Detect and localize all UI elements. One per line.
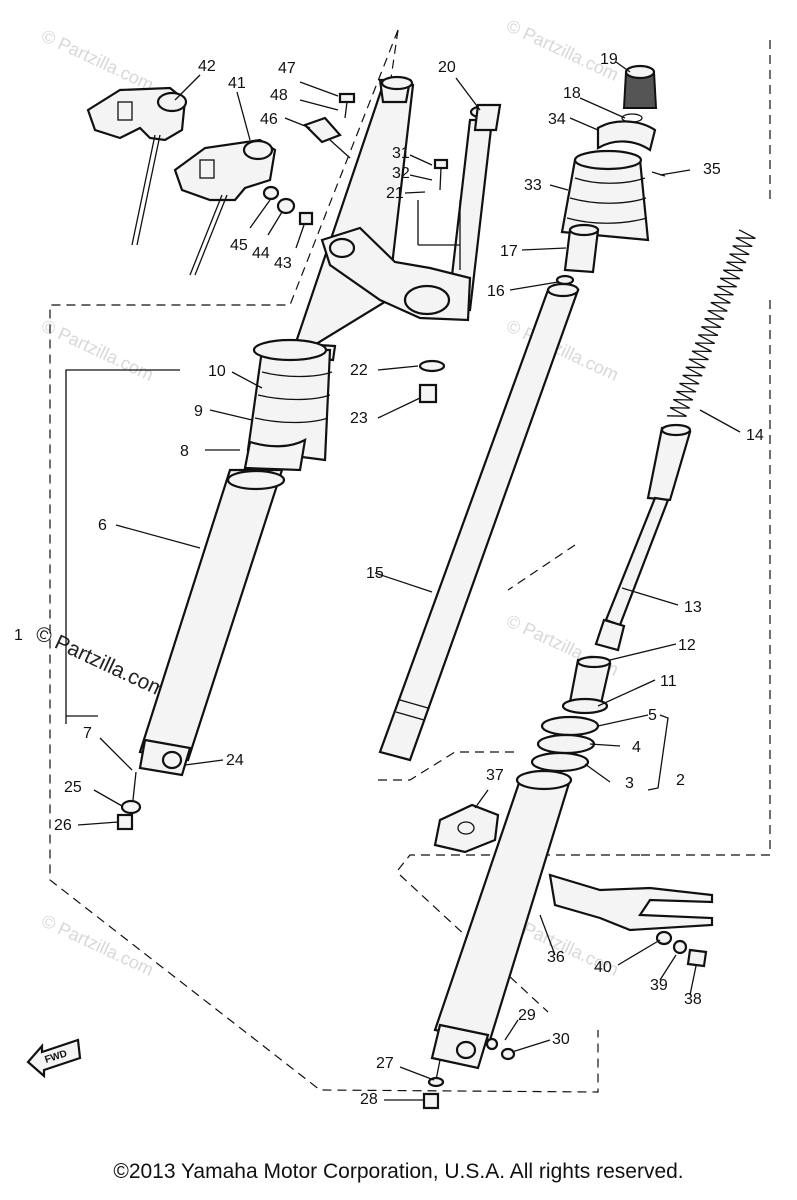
callout-43: 43 <box>274 255 292 272</box>
callout-12: 12 <box>678 637 696 654</box>
callout-23: 23 <box>350 410 368 427</box>
callout-14: 14 <box>746 427 764 444</box>
leader-lines <box>65 61 741 1101</box>
callout-13: 13 <box>684 599 702 616</box>
callout-8: 8 <box>180 443 189 460</box>
damper-cylinder-13 <box>594 423 692 652</box>
brake-arm-36 <box>548 873 714 968</box>
fork-spring-14 <box>666 229 756 417</box>
watermark-dark: © Partzilla.com <box>32 622 170 703</box>
callout-48: 48 <box>270 87 288 104</box>
callout-45: 45 <box>230 237 248 254</box>
callout-10: 10 <box>208 363 226 380</box>
callout-7: 7 <box>83 725 92 742</box>
fwd-arrow-icon: FWD <box>26 1038 82 1079</box>
headlight-bracket-42 <box>86 86 188 246</box>
callout-47: 47 <box>278 60 296 77</box>
callout-34: 34 <box>548 111 566 128</box>
fork-exploded-diagram: © Partzilla.com © Partzilla.com © Partzi… <box>14 15 771 1110</box>
callout-29: 29 <box>518 1007 536 1024</box>
fork-seal-stack <box>530 655 612 773</box>
callout-19: 19 <box>600 51 618 68</box>
callout-37: 37 <box>486 767 504 784</box>
callout-46: 46 <box>260 111 278 128</box>
damper-tube-15 <box>378 282 580 762</box>
callout-18: 18 <box>563 85 581 102</box>
cable-guide-parts <box>302 92 356 159</box>
callout-6: 6 <box>98 517 107 534</box>
callout-1: 1 <box>14 627 23 644</box>
callout-5: 5 <box>648 707 657 724</box>
axle-holder-37 <box>433 803 500 854</box>
callout-39: 39 <box>650 977 668 994</box>
callout-40: 40 <box>594 959 612 976</box>
callout-24: 24 <box>226 752 244 769</box>
callout-30: 30 <box>552 1031 570 1048</box>
headlight-bracket-41 <box>173 138 277 276</box>
callouts: 1 2 3 4 5 6 7 8 9 10 11 12 13 14 15 16 1… <box>14 51 764 1108</box>
callout-16: 16 <box>487 283 505 300</box>
copyright-notice: ©2013 Yamaha Motor Corporation, U.S.A. A… <box>113 1160 684 1183</box>
callout-20: 20 <box>438 59 456 76</box>
callout-28: 28 <box>360 1091 378 1108</box>
callout-35: 35 <box>703 161 721 178</box>
callout-4: 4 <box>632 739 641 756</box>
callout-11: 11 <box>660 673 677 690</box>
watermark: © Partzilla.com <box>38 25 156 94</box>
watermark: © Partzilla.com <box>38 315 156 384</box>
callout-25: 25 <box>64 779 82 796</box>
callout-36: 36 <box>547 949 565 966</box>
callout-27: 27 <box>376 1055 394 1072</box>
right-outer-tube <box>422 769 573 1110</box>
callout-42: 42 <box>198 58 216 75</box>
callout-2: 2 <box>676 772 685 789</box>
callout-32: 32 <box>392 165 410 182</box>
callout-9: 9 <box>194 403 203 420</box>
callout-21: 21 <box>386 185 404 202</box>
callout-15: 15 <box>366 565 384 582</box>
bracket-fasteners <box>262 185 314 226</box>
callout-31: 31 <box>392 145 410 162</box>
callout-41: 41 <box>228 75 246 92</box>
callout-38: 38 <box>684 991 702 1008</box>
callout-22: 22 <box>350 362 368 379</box>
callout-33: 33 <box>524 177 542 194</box>
callout-3: 3 <box>625 775 634 792</box>
right-fork-top-parts <box>555 64 666 286</box>
group-outlines <box>49 29 771 1093</box>
watermark: © Partzilla.com <box>38 910 156 979</box>
steering-stem <box>320 103 502 404</box>
callout-26: 26 <box>54 817 72 834</box>
callout-44: 44 <box>252 245 270 262</box>
callout-17: 17 <box>500 243 518 260</box>
